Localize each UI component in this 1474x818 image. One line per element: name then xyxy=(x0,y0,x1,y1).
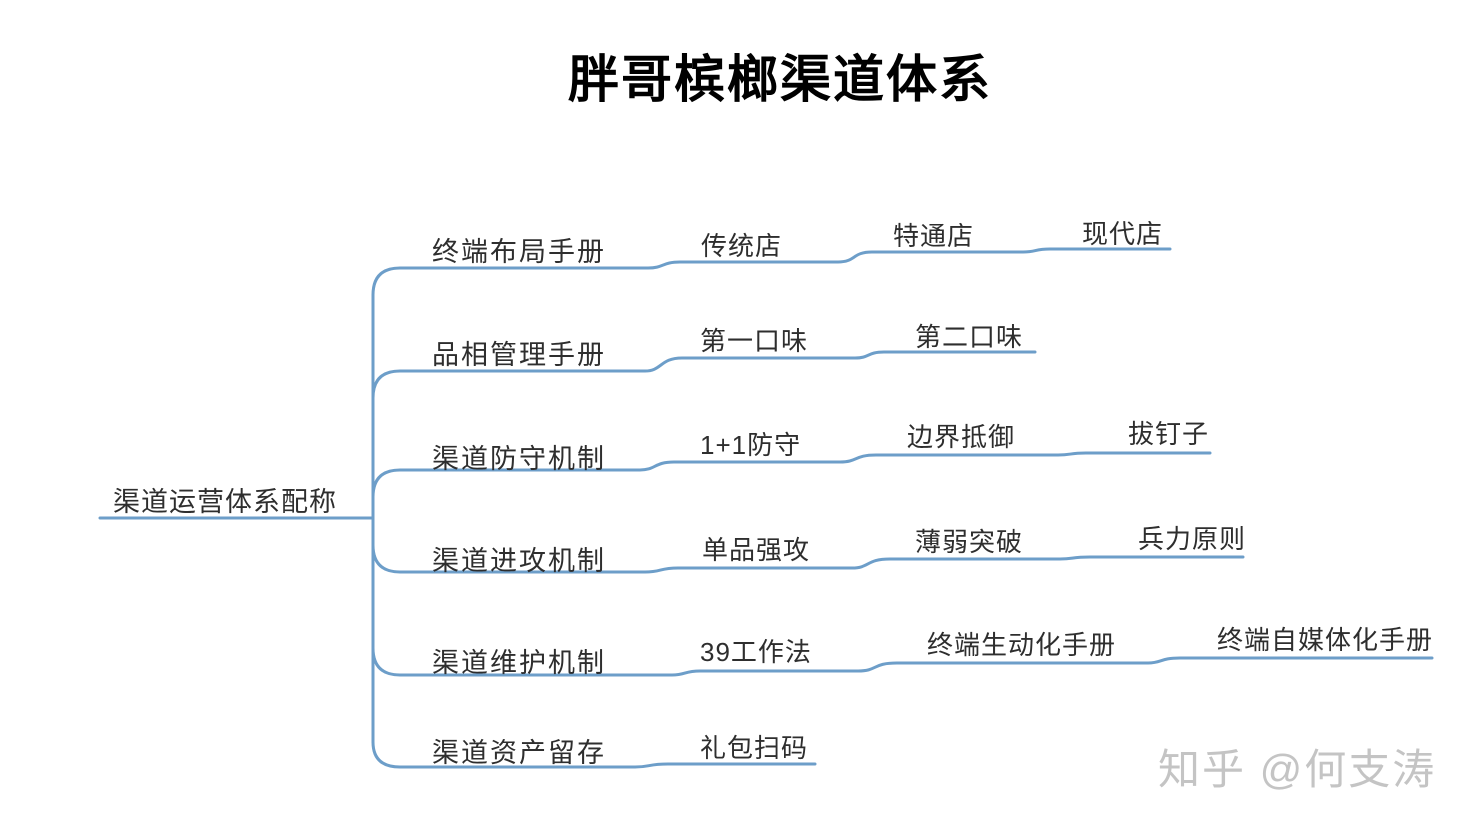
branch-5-label: 渠道维护机制 xyxy=(432,648,606,678)
branch-4-child-1-label: 单品强攻 xyxy=(702,535,811,565)
branch-3-label: 渠道防守机制 xyxy=(432,444,606,474)
branch-1-child-1-label: 传统店 xyxy=(701,231,783,261)
connector-row-6 xyxy=(371,740,817,769)
diagram-title: 胖哥槟榔渠道体系 xyxy=(568,51,993,108)
branch-3-child-3-label: 拔钉子 xyxy=(1128,419,1210,449)
branch-5-child-3-label: 终端自媒体化手册 xyxy=(1217,625,1434,655)
root-node-label: 渠道运营体系配称 xyxy=(113,487,337,517)
branch-6-child-1-label: 礼包扫码 xyxy=(700,733,809,763)
branch-2-label: 品相管理手册 xyxy=(432,340,606,370)
connector-row-2 xyxy=(371,350,1037,400)
connector-row-4 xyxy=(371,543,1245,574)
connector-row-3 xyxy=(371,451,1212,499)
branch-1-label: 终端布局手册 xyxy=(432,237,606,267)
connector-row-1 xyxy=(371,247,1172,297)
connector-row-5 xyxy=(371,646,1434,677)
branch-3-child-1-label: 1+1防守 xyxy=(700,430,802,460)
zhihu-watermark: 知乎 @何支涛 xyxy=(1158,746,1437,793)
branch-5-child-2-label: 终端生动化手册 xyxy=(927,630,1117,660)
branch-5-child-1-label: 39工作法 xyxy=(700,637,812,667)
branch-1-child-2-label: 特通店 xyxy=(893,221,975,251)
branch-1-child-3-label: 现代店 xyxy=(1082,219,1164,249)
branch-6-label: 渠道资产留存 xyxy=(432,738,606,768)
branch-3-child-2-label: 边界抵御 xyxy=(907,422,1016,452)
branch-4-child-3-label: 兵力原则 xyxy=(1138,524,1247,554)
branch-2-child-2-label: 第二口味 xyxy=(915,322,1024,352)
branch-2-child-1-label: 第一口味 xyxy=(700,326,809,356)
branch-4-label: 渠道进攻机制 xyxy=(432,546,606,576)
branch-4-child-2-label: 薄弱突破 xyxy=(915,527,1024,557)
